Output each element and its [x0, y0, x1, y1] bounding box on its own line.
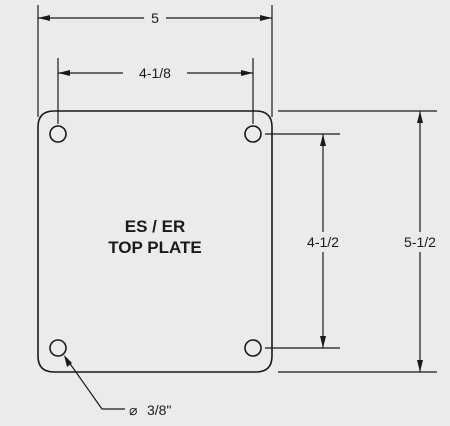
hole-spacing-height-dimension: 4-1/2 — [265, 133, 351, 349]
overall-width-label: 5 — [151, 10, 159, 26]
plate-outline — [37, 110, 273, 373]
plate-label-line1: ES / ER — [125, 217, 185, 236]
mounting-hole-top-left — [49, 125, 67, 143]
overall-height-label: 5-1/2 — [404, 234, 436, 250]
plate-label-line2: TOP PLATE — [108, 238, 202, 257]
mounting-hole-top-right — [244, 125, 262, 143]
hole-spacing-width-dimension: 4-1/8 — [57, 58, 254, 124]
mounting-hole-bottom-left — [49, 339, 67, 357]
hole-diameter-callout: ⌀ 3/8" — [64, 355, 171, 418]
hole-spacing-height-label: 4-1/2 — [307, 234, 339, 250]
overall-height-dimension: 5-1/2 — [278, 110, 448, 373]
mounting-hole-bottom-right — [244, 339, 262, 357]
hole-diameter-label: 3/8" — [147, 402, 171, 418]
hole-spacing-width-label: 4-1/8 — [139, 65, 171, 81]
overall-width-dimension: 5 — [37, 5, 273, 117]
diameter-symbol: ⌀ — [129, 402, 137, 418]
